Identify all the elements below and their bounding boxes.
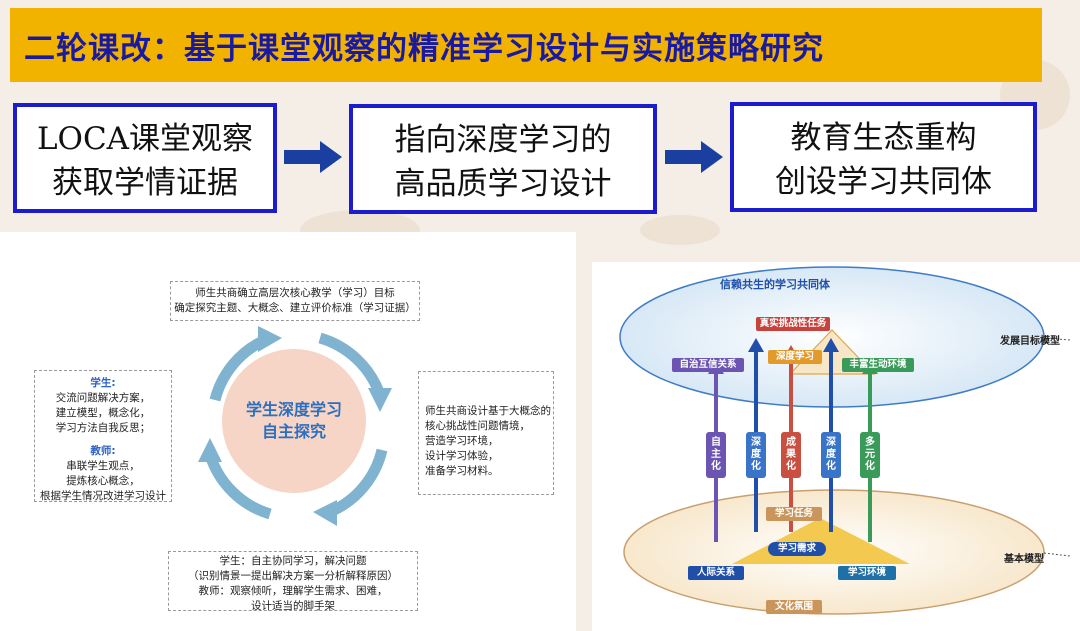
- box-line: 根据学生情况改进学习设计: [40, 490, 166, 502]
- pillar-outcome: 成果化: [781, 432, 801, 478]
- student-label: 学生:: [90, 377, 116, 389]
- box-line: （识别情景一提出解决方案一分析解释原因）: [188, 570, 398, 582]
- cycle-center-circle: 学生深度学习 自主探究: [222, 349, 366, 493]
- cycle-arrowhead-icon: [313, 500, 337, 526]
- flow-step-line: 指向深度学习的: [394, 122, 612, 158]
- cycle-left-box: 学生: 交流问题解决方案， 建立模型，概念化， 学习方法自我反思； 教师: 串联…: [34, 370, 172, 502]
- base-relation-tag: 人际关系: [688, 566, 744, 580]
- cycle-arrowhead-icon: [258, 326, 282, 352]
- environment-tag: 丰富生动环境: [842, 358, 914, 372]
- box-line: 设计学习体验，: [425, 450, 499, 462]
- community-title: 信赖共生的学习共同体: [720, 278, 830, 291]
- right-arrow-icon: [284, 141, 342, 173]
- base-environment-tag: 学习环境: [838, 566, 896, 580]
- center-label: 自主探究: [261, 422, 326, 441]
- flow-step-line: 教育生态重构: [790, 120, 977, 156]
- model-diagram-graphics: [619, 266, 1071, 615]
- pillar-label: 自主化: [711, 437, 721, 472]
- box-line: 师生共商设计基于大概念的: [425, 405, 551, 417]
- arrowhead-icon: [748, 338, 764, 352]
- flow-step-ecology: 教育生态重构 创设学习共同体: [730, 102, 1037, 212]
- base-model-label: 基本模型: [1004, 554, 1044, 565]
- box-line: 建立模型，概念化，: [55, 407, 151, 419]
- pillar-depth-2: 深度化: [821, 432, 841, 478]
- pillar-depth: 深度化: [746, 432, 766, 478]
- task-tag: 真实挑战性任务: [756, 317, 830, 331]
- cycle-arc: [204, 453, 272, 520]
- pillar-label: 成果化: [786, 437, 796, 472]
- box-line: 交流问题解决方案，: [55, 392, 151, 404]
- box-line: 设计适当的脚手架: [251, 600, 335, 612]
- teacher-label: 教师:: [90, 445, 116, 457]
- background-blossom: [640, 215, 720, 245]
- base-task-tag: 学习任务: [766, 507, 822, 521]
- box-line: 教师：观察倾听，理解学生需求、困难，: [198, 585, 388, 597]
- right-arrow-icon: [665, 141, 723, 173]
- pillar-label: 多元化: [865, 437, 875, 472]
- cycle-bottom-box: 学生：自主协同学习，解决问题 （识别情景一提出解决方案一分析解释原因） 教师：观…: [168, 551, 418, 612]
- flow-step-design: 指向深度学习的 高品质学习设计: [349, 104, 657, 214]
- relation-tag: 自治互信关系: [672, 358, 744, 372]
- pillar-label: 深度化: [751, 437, 761, 472]
- box-line: 准备学习材料。: [425, 465, 499, 477]
- cycle-arc: [318, 332, 386, 397]
- deep-learning-tag: 深度学习: [768, 350, 822, 364]
- pointer-line: [1043, 552, 1071, 557]
- box-line: 学生：自主协同学习，解决问题: [219, 555, 367, 567]
- pillar-autonomy: 自主化: [706, 432, 726, 478]
- base-need-tag: 学习需求: [768, 542, 826, 556]
- box-line: 师生共商确立高层次核心教学（学习）目标: [195, 287, 395, 299]
- arrowhead-icon: [823, 338, 839, 352]
- flow-step-observation: LOCA课堂观察 获取学情证据: [13, 103, 277, 213]
- cycle-arrowhead-icon: [368, 388, 392, 412]
- box-line: 提炼核心概念，: [66, 475, 140, 487]
- flow-step-line: 创设学习共同体: [775, 164, 992, 200]
- cycle-top-box: 师生共商确立高层次核心教学（学习）目标 确定探究主题、大概念、建立评价标准（学习…: [170, 281, 420, 321]
- cycle-arc: [327, 448, 388, 518]
- pillar-diversity: 多元化: [860, 432, 880, 478]
- box-line: 学习方法自我反思；: [55, 422, 151, 434]
- culture-tag: 文化氛围: [766, 600, 822, 614]
- box-line: 确定探究主题、大概念、建立评价标准（学习证据）: [174, 302, 416, 314]
- flow-step-line: 获取学情证据: [52, 165, 238, 201]
- cycle-arrowhead-icon: [198, 438, 222, 462]
- cycle-arrows: [198, 326, 392, 526]
- flow-step-line: 高品质学习设计: [394, 166, 612, 202]
- cycle-arc: [209, 334, 268, 402]
- cycle-right-box: 师生共商设计基于大概念的 核心挑战性问题情境， 营造学习环境， 设计学习体验， …: [418, 371, 554, 495]
- box-line: 串联学生观点，: [66, 460, 140, 472]
- center-label: 学生深度学习: [245, 400, 342, 419]
- title-bar: 二轮课改：基于课堂观察的精准学习设计与实施策略研究: [10, 8, 1042, 82]
- flow-step-line: LOCA课堂观察: [36, 121, 254, 157]
- dev-model-label: 发展目标模型: [1000, 336, 1060, 347]
- box-line: 核心挑战性问题情境，: [425, 420, 530, 432]
- pillar-label: 深度化: [826, 437, 836, 472]
- page-title: 二轮课改：基于课堂观察的精准学习设计与实施策略研究: [24, 30, 824, 67]
- box-line: 营造学习环境，: [425, 435, 499, 447]
- pointer-line: [1043, 337, 1071, 341]
